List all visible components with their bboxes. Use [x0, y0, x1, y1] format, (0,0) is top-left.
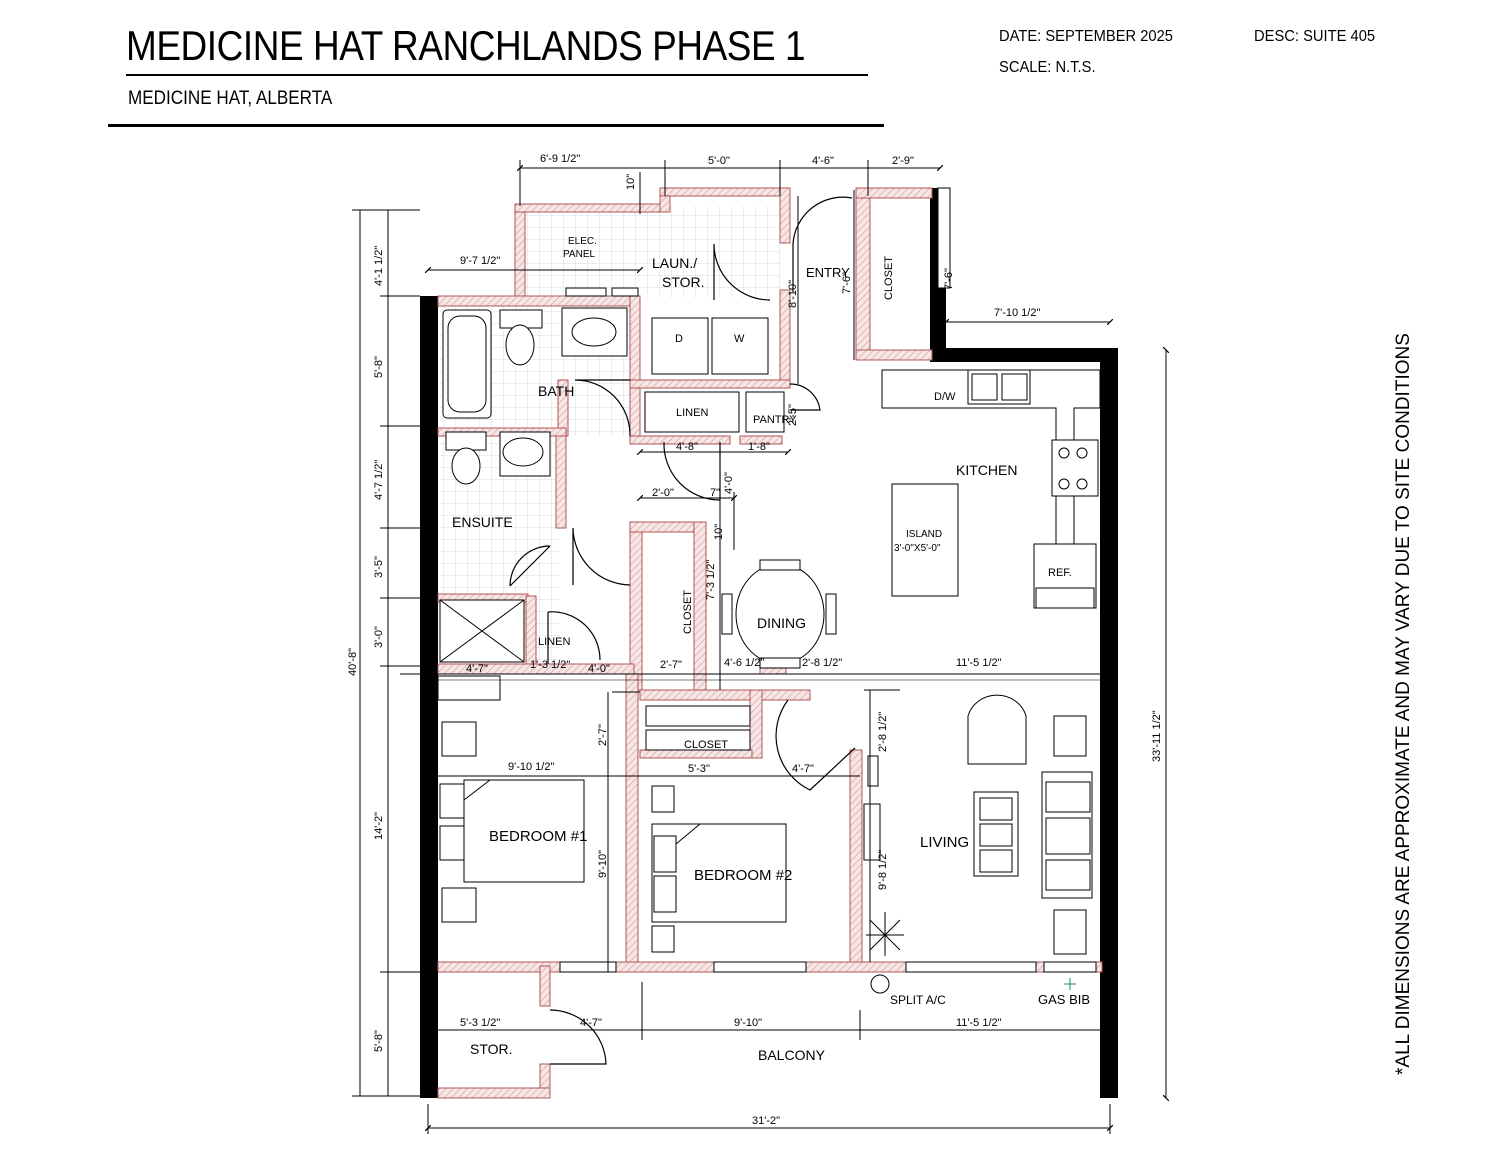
dim-mid-d: 2'-7" — [660, 659, 682, 671]
dim-right-total: 33'-11 1/2" — [1151, 710, 1163, 762]
dim-entry-h: 7'-6" — [841, 272, 853, 294]
label-laundry-2: STOR. — [662, 274, 705, 290]
label-elec-1: ELEC. — [568, 236, 597, 247]
dim-closet-hall-h: 7'-3 1/2" — [705, 560, 717, 600]
dim-top-b: 5'-0" — [708, 155, 730, 167]
label-bedroom1: BEDROOM #1 — [489, 828, 587, 845]
label-dryer: D — [675, 333, 683, 345]
dim-left-a: 4'-1 1/2" — [373, 246, 385, 286]
label-gas-bib: GAS BIB — [1038, 992, 1090, 1007]
dim-left-total: 40'-8" — [347, 648, 359, 676]
label-kitchen: KITCHEN — [956, 462, 1017, 478]
label-linen-hall: LINEN — [676, 407, 708, 419]
label-island-1: ISLAND — [906, 529, 942, 540]
label-closet-hall: CLOSET — [682, 590, 694, 634]
label-split-ac: SPLIT A/C — [890, 993, 946, 1007]
label-ref: REF. — [1048, 567, 1072, 579]
dim-kitchen-w: 7'-10 1/2" — [994, 307, 1040, 319]
dim-laun-h: 8'-10" — [787, 280, 799, 308]
dim-laun-w: 9'-7 1/2" — [460, 255, 500, 267]
desc-label: DESC: SUITE 405 — [1254, 28, 1376, 45]
label-island-2: 3'-0"X5'-0" — [894, 543, 941, 554]
dim-bal-a: 5'-3 1/2" — [460, 1017, 500, 1029]
dim-pantry-w: 1'-8" — [748, 441, 770, 453]
dim-bed1-w: 9'-10 1/2" — [508, 761, 554, 773]
label-washer: W — [734, 333, 745, 345]
dim-bottom-total: 31'-2" — [752, 1115, 780, 1127]
dim-left-f: 14'-2" — [373, 812, 385, 840]
dim-bal-d: 11'-5 1/2" — [956, 1017, 1002, 1029]
dim-left-b: 5'-8" — [373, 356, 385, 378]
scale-label: SCALE: N.T.S. — [999, 59, 1096, 76]
dim-bed2-door: 4'-7" — [792, 763, 814, 775]
dim-pantry-h: 2'-5" — [787, 404, 799, 426]
dim-ten-in: 10" — [625, 174, 637, 190]
dim-mid-f: 2'-8 1/2" — [802, 657, 842, 669]
label-closet-bed2: CLOSET — [684, 739, 728, 751]
title-underline — [126, 74, 868, 76]
dim-bed2-w: 5'-3" — [688, 763, 710, 775]
header-rule — [108, 124, 884, 127]
dim-bal-c: 9'-10" — [734, 1017, 762, 1029]
dim-bed1-h: 9'-10" — [597, 850, 609, 878]
dim-left-g: 5'-8" — [373, 1030, 385, 1052]
label-bedroom2: BEDROOM #2 — [694, 867, 792, 884]
label-living: LIVING — [920, 834, 969, 851]
dimension-lines — [352, 160, 1166, 1134]
plan-location: MEDICINE HAT, ALBERTA — [128, 88, 333, 109]
plan-title: MEDICINE HAT RANCHLANDS PHASE 1 — [126, 22, 806, 69]
dim-left-e: 3'-0" — [373, 626, 385, 648]
dim-linen-w: 4'-8" — [676, 441, 698, 453]
dim-living-b: 9'-8 1/2" — [877, 850, 889, 890]
label-balcony: BALCONY — [758, 1047, 826, 1063]
label-stor: STOR. — [470, 1041, 513, 1057]
dim-hall-seven: 7" — [710, 487, 720, 499]
label-ensuite: ENSUITE — [452, 514, 513, 530]
fixtures — [437, 287, 1101, 994]
dim-left-d: 3'-5" — [373, 556, 385, 578]
dim-mid-a: 4'-7" — [466, 663, 488, 675]
label-dining: DINING — [757, 615, 806, 631]
dim-hall-ten: 10" — [713, 524, 725, 540]
label-laundry-1: LAUN./ — [652, 255, 697, 271]
label-pantry: PANTRY — [753, 414, 797, 426]
room-labels: ELEC. PANEL LAUN./ STOR. D W ENTRY CLOSE… — [452, 236, 1090, 1063]
dim-mid-c: 4'-0" — [588, 663, 610, 675]
label-elec-2: PANEL — [563, 249, 595, 260]
dim-mid-b: 1'-3 1/2" — [530, 659, 570, 671]
dim-mid-g: 11'-5 1/2" — [956, 657, 1002, 669]
dim-top-d: 2'-9" — [892, 155, 914, 167]
label-dishwasher: D/W — [934, 391, 956, 403]
dim-hall-two: 2'-0" — [652, 487, 674, 499]
dim-hall-four: 4'-0" — [723, 472, 735, 494]
dimension-labels: 6'-9 1/2" 5'-0" 4'-6" 2'-9" 10" 9'-7 1/2… — [347, 153, 1163, 1127]
label-bath: BATH — [538, 383, 574, 399]
dim-living-a: 2'-8 1/2" — [877, 712, 889, 752]
dim-bed-h: 2'-7" — [597, 724, 609, 746]
windows — [559, 187, 1097, 973]
dim-top-c: 4'-6" — [812, 155, 834, 167]
dim-closet-h: 7'-6" — [943, 268, 955, 290]
dim-bal-b: 4'-7" — [580, 1017, 602, 1029]
date-label: DATE: SEPTEMBER 2025 — [999, 28, 1173, 45]
label-closet-entry: CLOSET — [883, 256, 895, 300]
label-linen-ensuite: LINEN — [538, 636, 570, 648]
label-entry: ENTRY — [806, 265, 850, 280]
dim-top-a: 6'-9 1/2" — [540, 153, 580, 165]
dim-mid-e: 4'-6 1/2" — [724, 657, 764, 669]
dim-left-c: 4'-7 1/2" — [373, 460, 385, 500]
